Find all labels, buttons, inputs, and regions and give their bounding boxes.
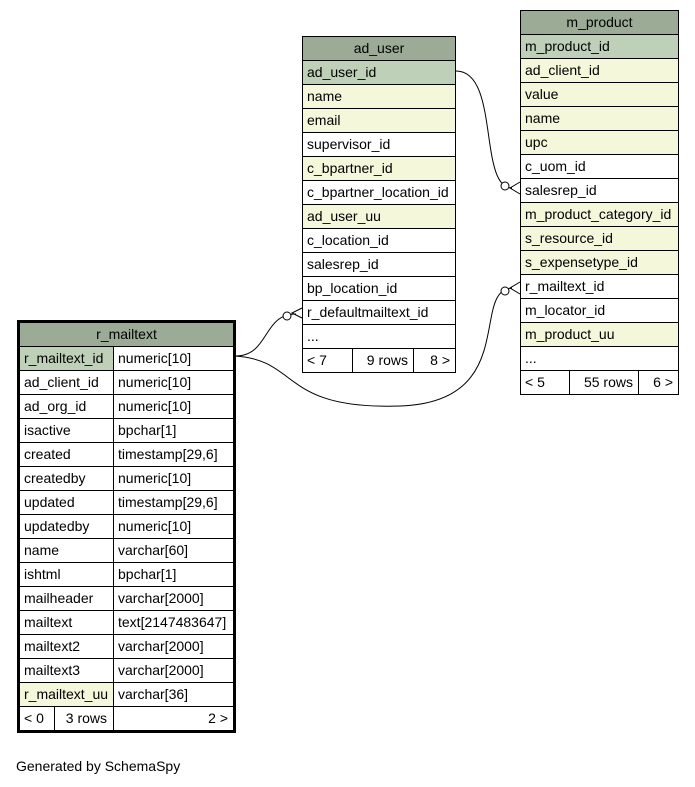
- column-m-product-category-id[interactable]: m_product_category_id: [520, 202, 679, 227]
- column-ad-user-id[interactable]: ad_user_id: [302, 60, 456, 85]
- column-updatedby[interactable]: updatedby: [18, 514, 114, 539]
- column-name[interactable]: name: [520, 106, 679, 131]
- column-type: varchar[2000]: [113, 634, 235, 659]
- column-s-expensetype-id[interactable]: s_expensetype_id: [520, 250, 679, 275]
- column-c-uom-id[interactable]: c_uom_id: [520, 154, 679, 179]
- edge-optional-circle: [282, 311, 292, 321]
- column-c-bpartner-id[interactable]: c_bpartner_id: [302, 156, 456, 181]
- table-title[interactable]: ad_user: [302, 36, 456, 61]
- column-mailtext2[interactable]: mailtext2: [18, 634, 114, 659]
- column-more[interactable]: ...: [302, 324, 456, 349]
- edge-ad-user-to-m-product: [455, 70, 513, 189]
- column-type: varchar[60]: [113, 538, 235, 563]
- column-ad-user-uu[interactable]: ad_user_uu: [302, 204, 456, 229]
- edge-optional-circle: [500, 181, 510, 191]
- nav-rows: 55 rows: [569, 370, 639, 395]
- column-updated[interactable]: updated: [18, 490, 114, 515]
- column-m-product-id[interactable]: m_product_id: [520, 34, 679, 59]
- column-type: numeric[10]: [113, 514, 235, 539]
- column-r-mailtext-id[interactable]: r_mailtext_id: [520, 274, 679, 299]
- column-type: varchar[2000]: [113, 586, 235, 611]
- table-title[interactable]: r_mailtext: [18, 321, 235, 347]
- footer-text: Generated by SchemaSpy: [16, 758, 181, 774]
- column-c-location-id[interactable]: c_location_id: [302, 228, 456, 253]
- column-supervisor-id[interactable]: supervisor_id: [302, 132, 456, 157]
- column-mailheader[interactable]: mailheader: [18, 586, 114, 611]
- column-type: bpchar[1]: [113, 562, 235, 587]
- table-ad-user: ad_user ad_user_id name email supervisor…: [302, 36, 456, 373]
- column-type: timestamp[29,6]: [113, 442, 235, 467]
- column-created[interactable]: created: [18, 442, 114, 467]
- column-type: numeric[10]: [113, 370, 235, 395]
- column-type: numeric[10]: [113, 346, 235, 371]
- column-createdby[interactable]: createdby: [18, 466, 114, 491]
- column-r-mailtext-uu[interactable]: r_mailtext_uu: [18, 682, 114, 707]
- nav-prev[interactable]: < 5: [520, 370, 570, 395]
- column-salesrep-id[interactable]: salesrep_id: [520, 178, 679, 203]
- nav-next[interactable]: 6 >: [638, 370, 679, 395]
- column-type: varchar[2000]: [113, 658, 235, 683]
- column-s-resource-id[interactable]: s_resource_id: [520, 226, 679, 251]
- column-name[interactable]: name: [18, 538, 114, 563]
- column-type: text[2147483647]: [113, 610, 235, 635]
- edge-r-mailtext-to-m-product: [234, 287, 513, 407]
- column-email[interactable]: email: [302, 108, 456, 133]
- column-r-mailtext-id[interactable]: r_mailtext_id: [18, 346, 114, 371]
- column-isactive[interactable]: isactive: [18, 418, 114, 443]
- nav-rows: 9 rows: [352, 348, 414, 373]
- column-upc[interactable]: upc: [520, 130, 679, 155]
- column-type: timestamp[29,6]: [113, 490, 235, 515]
- column-m-product-uu[interactable]: m_product_uu: [520, 322, 679, 347]
- column-type: numeric[10]: [113, 466, 235, 491]
- edge-crowsfoot: [290, 307, 303, 319]
- column-ad-client-id[interactable]: ad_client_id: [520, 58, 679, 83]
- column-type: varchar[36]: [113, 682, 235, 707]
- nav-prev[interactable]: < 0: [18, 706, 55, 732]
- edge-crowsfoot: [509, 181, 521, 195]
- nav-next[interactable]: 8 >: [413, 348, 456, 373]
- nav-rows: 3 rows: [54, 706, 114, 732]
- column-name[interactable]: name: [302, 84, 456, 109]
- table-m-product: m_product m_product_id ad_client_id valu…: [520, 10, 679, 395]
- column-bp-location-id[interactable]: bp_location_id: [302, 276, 456, 301]
- column-m-locator-id[interactable]: m_locator_id: [520, 298, 679, 323]
- column-c-bpartner-location-id[interactable]: c_bpartner_location_id: [302, 180, 456, 205]
- column-more[interactable]: ...: [520, 346, 679, 371]
- table-title[interactable]: m_product: [520, 10, 679, 35]
- nav-next[interactable]: 2 >: [113, 706, 235, 732]
- column-ishtml[interactable]: ishtml: [18, 562, 114, 587]
- column-value[interactable]: value: [520, 82, 679, 107]
- column-salesrep-id[interactable]: salesrep_id: [302, 252, 456, 277]
- column-ad-client-id[interactable]: ad_client_id: [18, 370, 114, 395]
- column-r-defaultmailtext-id[interactable]: r_defaultmailtext_id: [302, 300, 456, 325]
- column-type: numeric[10]: [113, 394, 235, 419]
- edge-optional-circle: [500, 286, 510, 296]
- column-ad-org-id[interactable]: ad_org_id: [18, 394, 114, 419]
- column-type: bpchar[1]: [113, 418, 235, 443]
- edge-crowsfoot: [509, 281, 521, 295]
- nav-prev[interactable]: < 7: [302, 348, 353, 373]
- column-mailtext3[interactable]: mailtext3: [18, 658, 114, 683]
- column-mailtext[interactable]: mailtext: [18, 610, 114, 635]
